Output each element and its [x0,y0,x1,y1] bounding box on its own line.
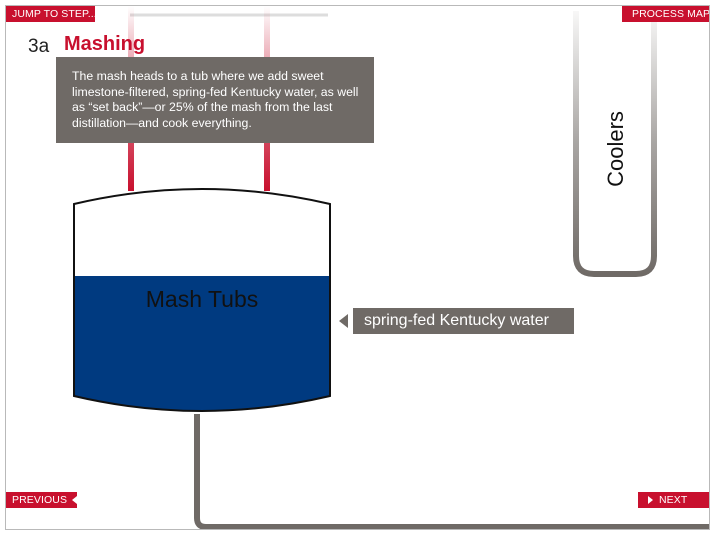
stage: Mash Tubs Coolers JUMP TO STEP... PROCES… [5,5,710,530]
previous-button[interactable]: PREVIOUS [6,492,78,508]
callout-arrow-icon [339,314,348,328]
outlet-pipe [194,414,709,529]
water-callout: spring-fed Kentucky water [353,308,574,334]
tank-label: Mash Tubs [146,286,259,312]
arrow-right-icon [648,496,653,505]
arrow-left-icon [72,496,78,505]
step-number: 3a [28,36,50,57]
previous-label: PREVIOUS [12,494,68,506]
jump-to-step-button[interactable]: JUMP TO STEP... [6,6,97,22]
mash-tank [73,188,331,412]
process-map-button[interactable]: PROCESS MAP [622,6,709,22]
process-map-label: PROCESS MAP [632,8,710,20]
step-title: Mashing [64,33,146,55]
coolers-pipe [573,11,657,277]
next-button[interactable]: NEXT [638,492,709,508]
description-box: The mash heads to a tub where we add swe… [56,57,374,143]
water-callout-label: spring-fed Kentucky water [364,312,549,329]
description-text: The mash heads to a tub where we add swe… [72,69,359,130]
coolers-label: Coolers [603,111,628,187]
jump-to-step-label: JUMP TO STEP... [12,8,97,20]
mash-liquid [74,276,330,411]
process-diagram: Mash Tubs Coolers [73,6,709,529]
next-label: NEXT [659,494,688,506]
